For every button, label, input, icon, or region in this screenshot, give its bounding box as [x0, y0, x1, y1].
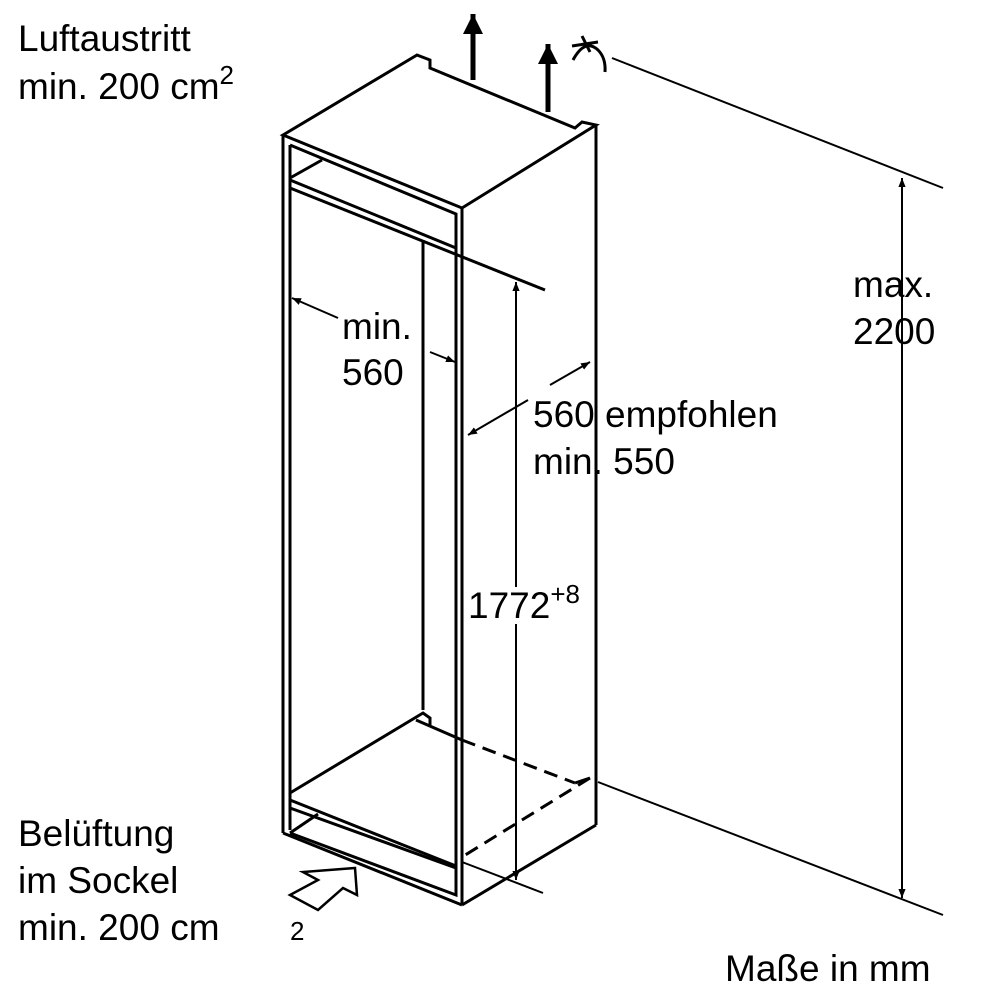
depth-recommended: 560 empfohlen [533, 394, 778, 435]
ventilation-area-exponent: 2 [290, 916, 305, 946]
units-label: Maße in mm [725, 948, 931, 989]
tilt-symbol-icon [571, 35, 607, 73]
air-outlet-label: Luftaustritt [18, 18, 191, 59]
depth-min: min. 550 [533, 441, 675, 482]
ventilation-label: Belüftung [18, 813, 175, 854]
air-outlet-area: min. 200 cm2 [18, 60, 234, 107]
ventilation-location: im Sockel [18, 860, 179, 901]
width-value: 560 [342, 352, 404, 393]
max-height-label: max. [853, 264, 934, 305]
ventilation-area: min. 200 cm [18, 907, 220, 948]
width-label: min. [342, 306, 412, 347]
niche-height-label: 1772+8 [468, 579, 580, 626]
air-inlet-arrow-icon [287, 866, 359, 912]
cabinet-top [279, 53, 600, 210]
max-height-value: 2200 [853, 311, 936, 352]
